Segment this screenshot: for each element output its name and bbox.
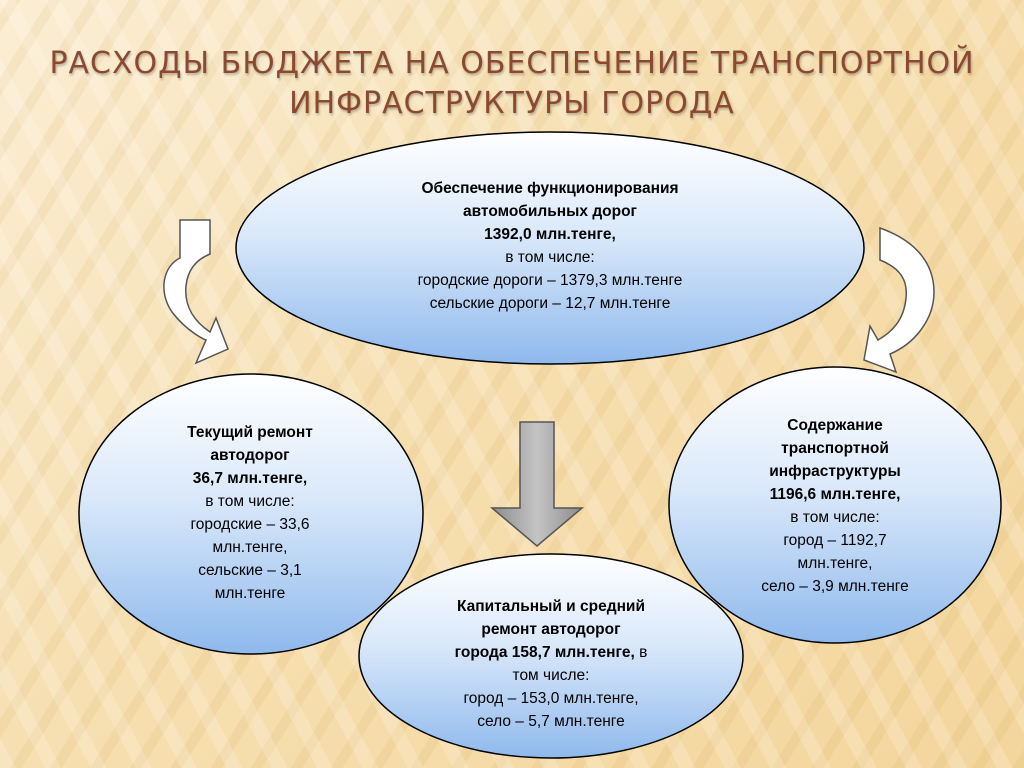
- bottom-heading-2: ремонт автодорог: [481, 621, 621, 638]
- node-bottom-text: Капитальный и средний ремонт автодорог г…: [411, 595, 691, 733]
- down-arrow: [489, 421, 585, 547]
- bottom-city: город – 153,0 млн.тенге,: [463, 690, 639, 707]
- top-amount: 1392,0 млн.тенге,: [484, 226, 616, 243]
- top-heading-1: Обеспечение функционирования: [421, 180, 679, 197]
- left-amount: 36,7 млн.тенге,: [192, 470, 308, 487]
- title-line-2: ИНФРАСТРУКТУРЫ ГОРОДА: [289, 86, 735, 121]
- ellipse-top: [235, 131, 865, 365]
- node-top-text: Обеспечение функционирования автомобильн…: [330, 177, 770, 315]
- right-city-2: млн.тенге,: [797, 555, 873, 572]
- ellipse-right: [668, 366, 1002, 644]
- top-including: в том числе:: [505, 249, 595, 266]
- curved-arrow-left: [163, 219, 229, 365]
- top-rural-roads: сельские дороги – 12,7 млн.тенге: [429, 295, 671, 312]
- right-heading-3: инфраструктуры: [769, 463, 901, 480]
- node-right-text: Содержание транспортной инфраструктуры 1…: [725, 414, 945, 598]
- left-including: в том числе:: [205, 493, 295, 510]
- ellipse-bottom: [358, 553, 744, 759]
- left-city-1: городские – 33,6: [190, 516, 310, 533]
- right-amount: 1196,6 млн.тенге,: [769, 486, 901, 503]
- title-line-1: РАСХОДЫ БЮДЖЕТА НА ОБЕСПЕЧЕНИЕ ТРАНСПОРТ…: [49, 46, 975, 81]
- page-title: РАСХОДЫ БЮДЖЕТА НА ОБЕСПЕЧЕНИЕ ТРАНСПОРТ…: [0, 44, 1024, 124]
- ellipse-left: [78, 373, 424, 655]
- left-rural-1: сельские – 3,1: [198, 562, 302, 579]
- right-city-1: город – 1192,7: [783, 532, 887, 549]
- right-heading-1: Содержание: [787, 417, 883, 434]
- bottom-amount-line: города 158,7 млн.тенге, в: [411, 641, 691, 664]
- right-heading-2: транспортной: [781, 440, 889, 457]
- left-heading-1: Текущий ремонт: [187, 424, 313, 441]
- top-city-roads: городские дороги – 1379,3 млн.тенге: [417, 272, 683, 289]
- left-heading-2: автодорог: [210, 447, 290, 464]
- curved-arrow-right: [863, 226, 935, 374]
- top-heading-2: автомобильных дорог: [462, 203, 638, 220]
- bottom-village: село – 5,7 млн.тенге: [477, 713, 625, 730]
- right-including: в том числе:: [790, 509, 880, 526]
- left-city-2: млн.тенге,: [212, 539, 288, 556]
- bottom-including: том числе:: [512, 667, 590, 684]
- bottom-amount: города 158,7 млн.тенге,: [454, 644, 635, 661]
- left-rural-2: млн.тенге: [214, 585, 286, 602]
- node-left-text: Текущий ремонт автодорог 36,7 млн.тенге,…: [140, 421, 360, 605]
- right-village: село – 3,9 млн.тенге: [761, 578, 909, 595]
- bottom-in: в: [634, 644, 648, 661]
- bottom-heading-1: Капитальный и средний: [457, 598, 645, 615]
